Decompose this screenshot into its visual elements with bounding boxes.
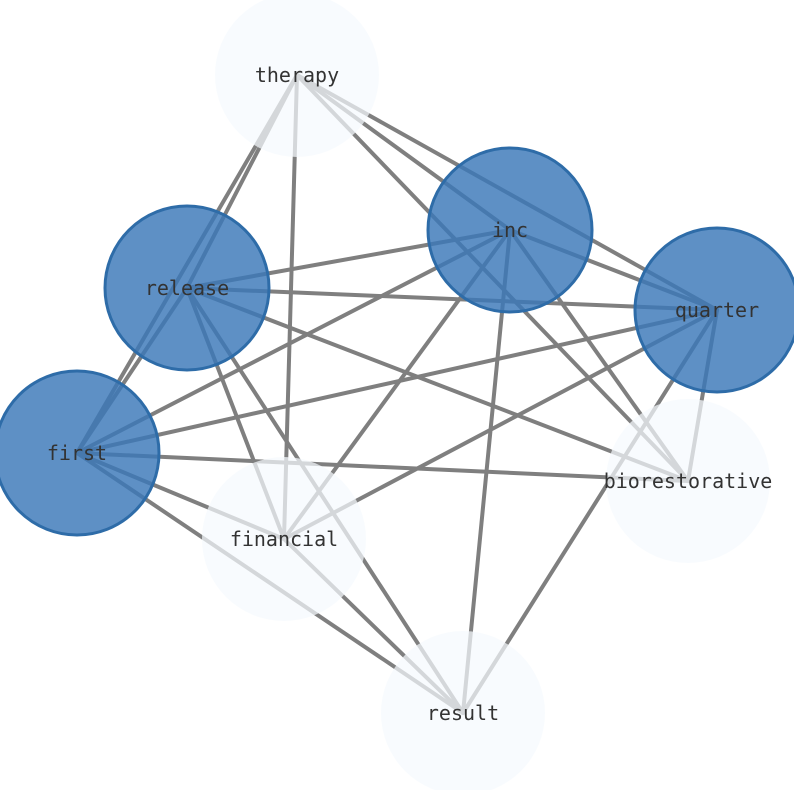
edge-quarter-first — [75, 308, 719, 455]
node-circle-release — [103, 204, 271, 372]
node-label-first: first — [47, 441, 107, 465]
node-circle-financial — [202, 457, 366, 621]
node-circle-first — [0, 369, 161, 537]
node-label-release: release — [145, 276, 229, 300]
node-label-inc: inc — [492, 218, 528, 242]
node-circle-quarter — [633, 226, 794, 394]
node-circle-therapy — [215, 0, 379, 157]
edge-release-biorestorative — [185, 286, 690, 483]
node-circle-inc — [426, 146, 594, 314]
node-first: first — [0, 369, 161, 537]
node-release: release — [103, 204, 271, 372]
node-biorestorative: biorestorative — [604, 399, 773, 563]
edge-layer — [75, 73, 719, 715]
edge-release-quarter — [185, 286, 719, 312]
node-circle-result — [381, 631, 545, 790]
edge-first-biorestorative — [75, 451, 690, 483]
node-quarter: quarter — [633, 226, 794, 394]
node-inc: inc — [426, 146, 594, 314]
node-label-therapy: therapy — [255, 63, 339, 87]
node-result: result — [381, 631, 545, 790]
node-financial: financial — [202, 457, 366, 621]
node-therapy: therapy — [215, 0, 379, 157]
node-circle-biorestorative — [606, 399, 770, 563]
node-label-quarter: quarter — [675, 298, 759, 322]
node-label-financial: financial — [230, 527, 338, 551]
node-label-result: result — [427, 701, 499, 725]
node-label-biorestorative: biorestorative — [604, 469, 773, 493]
